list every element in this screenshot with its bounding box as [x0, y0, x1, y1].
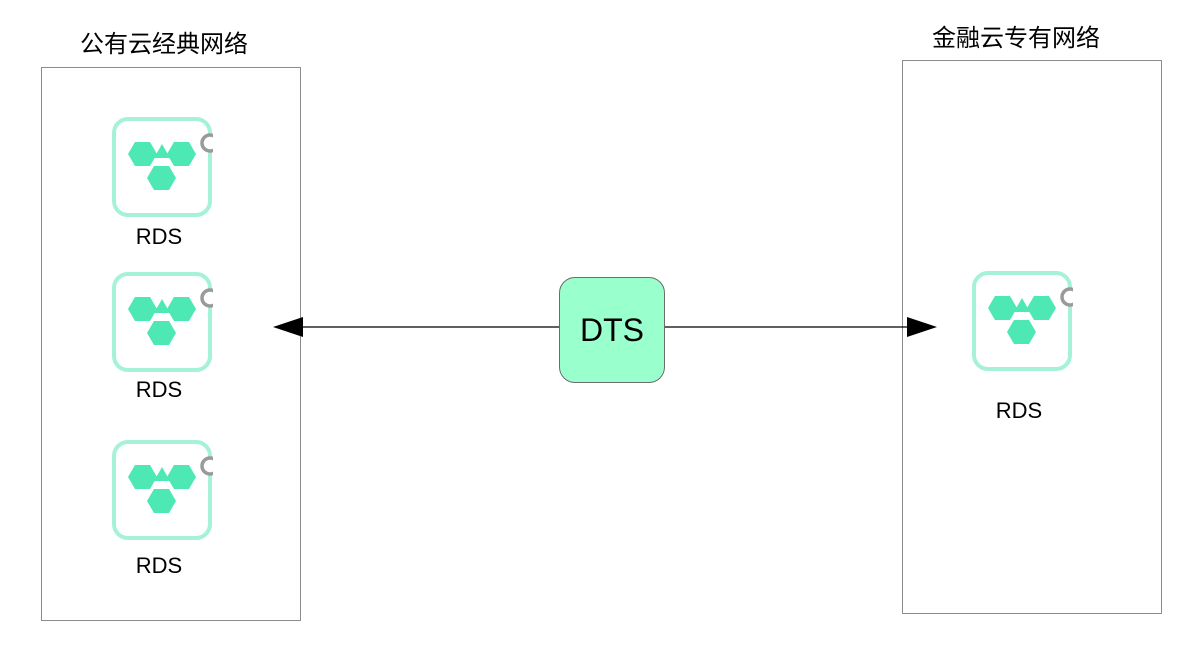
dts-node[interactable]: DTS	[559, 277, 665, 383]
rds-database-icon	[111, 271, 213, 373]
dts-label: DTS	[580, 312, 644, 348]
rds-database-icon	[971, 270, 1073, 372]
arrowhead-right	[907, 317, 937, 337]
rds-node-left-1[interactable]: RDS	[109, 116, 219, 256]
rds-label: RDS	[135, 553, 183, 578]
rds-label: RDS	[135, 224, 183, 249]
rds-node-right-1[interactable]: RDS	[969, 270, 1079, 423]
rds-label: RDS	[135, 377, 183, 402]
arrowhead-left	[273, 317, 303, 337]
rds-node-left-2[interactable]: RDS	[109, 271, 219, 411]
left-group-title: 公有云经典网络	[80, 30, 248, 58]
rds-database-icon	[111, 439, 213, 541]
rds-database-icon	[111, 116, 213, 218]
right-group-title: 金融云专有网络	[932, 24, 1100, 52]
rds-label: RDS	[995, 398, 1043, 423]
rds-node-left-3[interactable]: RDS	[109, 439, 219, 579]
